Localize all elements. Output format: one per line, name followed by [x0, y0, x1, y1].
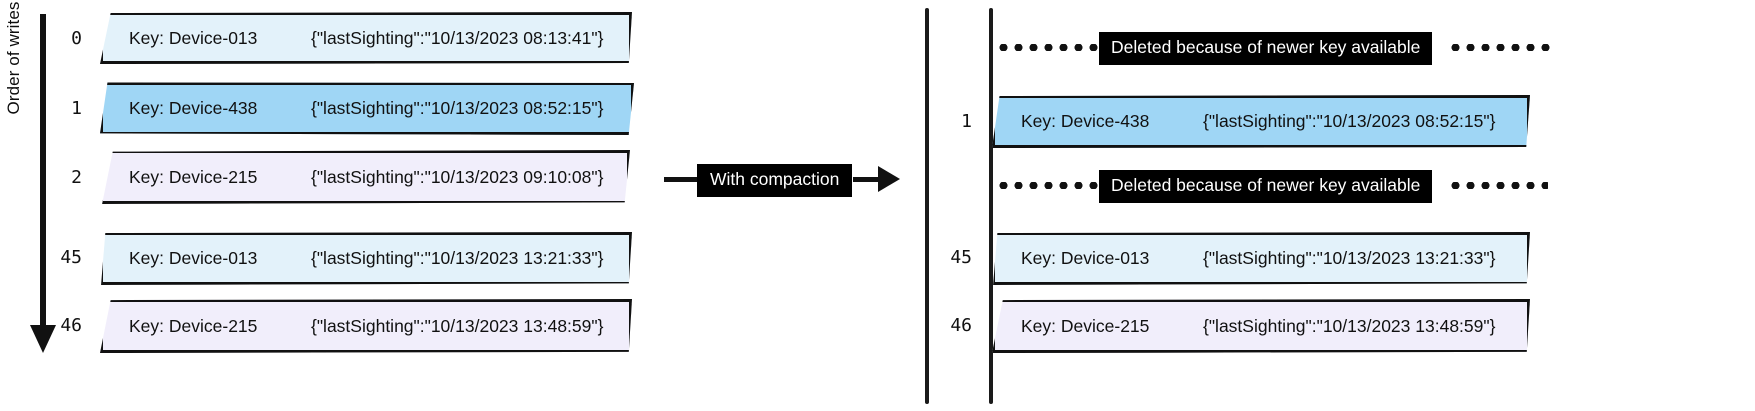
row-index-right-45: 45 — [950, 247, 972, 268]
row-index-left-1: 1 — [71, 98, 82, 119]
row-index-left-45: 45 — [60, 247, 82, 268]
order-of-writes-axis-label: Order of writes — [4, 1, 23, 115]
panel-divider-right — [989, 8, 993, 404]
record-box-left-2[interactable]: Key: Device-215 {"lastSighting":"10/13/2… — [102, 150, 630, 204]
record-box-left-45[interactable]: Key: Device-013 {"lastSighting":"10/13/2… — [101, 232, 632, 285]
record-value-right-1: {"lastSighting":"10/13/2023 08:52:15"} — [1203, 111, 1496, 131]
record-key-left-45: Key: Device-013 — [129, 248, 258, 268]
record-value-left-2: {"lastSighting":"10/13/2023 09:10:08"} — [311, 166, 604, 187]
row-index-right-1: 1 — [961, 111, 972, 132]
deleted-dots-right-2 — [1448, 182, 1548, 189]
compaction-arrow-line-right — [853, 177, 881, 182]
deleted-dots-right-1 — [1448, 44, 1554, 51]
record-key-left-46: Key: Device-215 — [129, 315, 258, 336]
compaction-label: With compaction — [697, 164, 853, 197]
record-box-left-46[interactable]: Key: Device-215 {"lastSighting":"10/13/2… — [100, 299, 632, 353]
row-index-left-0: 0 — [71, 28, 82, 49]
record-value-left-0: {"lastSighting":"10/13/2023 08:13:41"} — [311, 27, 604, 48]
record-box-left-1[interactable]: Key: Device-438 {"lastSighting":"10/13/2… — [100, 82, 634, 135]
record-value-right-45: {"lastSighting":"10/13/2023 13:21:33"} — [1203, 248, 1496, 268]
record-box-right-46[interactable]: Key: Device-215 {"lastSighting":"10/13/2… — [992, 299, 1530, 353]
panel-divider-left — [925, 8, 929, 404]
record-box-right-1[interactable]: Key: Device-438 {"lastSighting":"10/13/2… — [992, 95, 1530, 148]
record-box-right-45[interactable]: Key: Device-013 {"lastSighting":"10/13/2… — [993, 232, 1530, 285]
record-key-right-1: Key: Device-438 — [1021, 111, 1150, 131]
record-value-right-46: {"lastSighting":"10/13/2023 13:48:59"} — [1203, 315, 1496, 336]
row-index-right-46: 46 — [950, 315, 972, 336]
deleted-label-1: Deleted because of newer key available — [1099, 32, 1433, 65]
record-value-left-1: {"lastSighting":"10/13/2023 08:52:15"} — [311, 98, 604, 118]
compaction-arrow-line — [664, 177, 706, 182]
deleted-dots-left-1 — [996, 44, 1102, 51]
record-box-left-0[interactable]: Key: Device-013 {"lastSighting":"10/13/2… — [100, 12, 632, 64]
compaction-arrow-head — [878, 166, 900, 192]
deleted-dots-left-2 — [996, 182, 1102, 189]
record-key-left-0: Key: Device-013 — [129, 27, 258, 48]
order-of-writes-arrow-shaft — [40, 14, 46, 330]
record-value-left-46: {"lastSighting":"10/13/2023 13:48:59"} — [311, 315, 604, 336]
record-value-left-45: {"lastSighting":"10/13/2023 13:21:33"} — [311, 248, 604, 268]
record-key-right-46: Key: Device-215 — [1021, 315, 1150, 336]
record-key-left-1: Key: Device-438 — [129, 98, 258, 118]
deleted-label-2: Deleted because of newer key available — [1099, 170, 1433, 203]
row-index-left-46: 46 — [60, 315, 82, 336]
record-key-right-45: Key: Device-013 — [1021, 248, 1150, 268]
record-key-left-2: Key: Device-215 — [129, 166, 258, 187]
order-of-writes-arrow-head — [30, 325, 56, 353]
row-index-left-2: 2 — [71, 167, 82, 188]
